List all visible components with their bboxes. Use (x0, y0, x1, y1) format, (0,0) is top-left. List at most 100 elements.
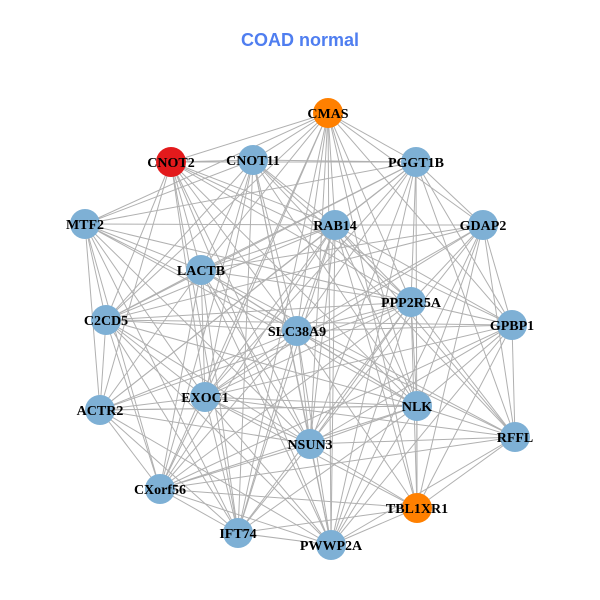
node-TBL1XR1[interactable]: TBL1XR1 (386, 493, 448, 523)
node-PGGT1B[interactable]: PGGT1B (388, 147, 444, 177)
node-circle[interactable] (313, 98, 343, 128)
node-label: LACTB (177, 264, 225, 279)
edge-C2CD5-EXOC1 (105, 319, 206, 398)
node-circle[interactable] (497, 310, 527, 340)
node-RAB14[interactable]: RAB14 (313, 210, 357, 240)
edge-PGGT1B-C2CD5 (105, 161, 417, 321)
node-label: PPP2R5A (381, 296, 442, 311)
edge-RAB14-SLC38A9 (296, 224, 336, 332)
edge-RAB14-IFT74 (237, 224, 336, 534)
node-PWWP2A[interactable]: PWWP2A (300, 530, 363, 560)
node-MTF2[interactable]: MTF2 (66, 209, 104, 239)
edge-CNOT11-NLK (252, 159, 418, 407)
edge-MTF2-C2CD5 (84, 223, 107, 321)
edge-EXOC1-ACTR2 (99, 396, 206, 411)
edge-NLK-NSUN3 (309, 405, 418, 445)
node-NLK[interactable]: NLK (402, 391, 432, 421)
node-C2CD5[interactable]: C2CD5 (84, 305, 128, 335)
edge-GDAP2-PPP2R5A (410, 224, 484, 303)
node-label: SLC38A9 (268, 325, 326, 340)
edge-CNOT2-C2CD5 (105, 161, 172, 321)
node-circle[interactable] (85, 395, 115, 425)
edge-CNOT2-PPP2R5A (170, 161, 412, 303)
node-label: CNOT11 (226, 154, 280, 169)
edge-C2CD5-SLC38A9 (105, 319, 298, 332)
edge-EXOC1-NLK (204, 396, 418, 407)
edge-C2CD5-NLK (105, 319, 418, 407)
edge-CMAS-LACTB (200, 112, 329, 271)
node-GPBP1[interactable]: GPBP1 (490, 310, 534, 340)
node-circle[interactable] (316, 530, 346, 560)
node-circle[interactable] (320, 210, 350, 240)
node-NSUN3[interactable]: NSUN3 (287, 429, 333, 459)
edge-PGGT1B-PPP2R5A (410, 161, 417, 303)
node-circle[interactable] (238, 145, 268, 175)
edge-CMAS-C2CD5 (105, 112, 329, 321)
edge-PGGT1B-NSUN3 (309, 161, 417, 445)
edge-NSUN3-IFT74 (237, 443, 311, 534)
edge-GDAP2-TBL1XR1 (416, 224, 484, 509)
node-EXOC1[interactable]: EXOC1 (181, 382, 229, 412)
edge-NSUN3-TBL1XR1 (309, 443, 418, 509)
node-CXorf56[interactable]: CXorf56 (134, 474, 186, 504)
edge-CMAS-IFT74 (237, 112, 329, 534)
edge-CMAS-PWWP2A (327, 112, 332, 546)
node-GDAP2[interactable]: GDAP2 (460, 210, 507, 240)
edge-MTF2-RAB14 (84, 223, 336, 226)
edge-RAB14-PPP2R5A (334, 224, 412, 303)
node-circle[interactable] (223, 518, 253, 548)
edge-GDAP2-EXOC1 (204, 224, 484, 398)
node-circle[interactable] (396, 287, 426, 317)
edge-GDAP2-NSUN3 (309, 224, 484, 445)
edge-CNOT11-PGGT1B (252, 159, 417, 163)
edge-GPBP1-PWWP2A (330, 324, 513, 546)
node-CMAS[interactable]: CMAS (307, 98, 349, 128)
edge-IFT74-PWWP2A (237, 532, 332, 546)
node-CNOT2[interactable]: CNOT2 (147, 147, 195, 177)
node-circle[interactable] (190, 382, 220, 412)
node-circle[interactable] (401, 147, 431, 177)
node-ACTR2[interactable]: ACTR2 (77, 395, 124, 425)
node-circle[interactable] (186, 255, 216, 285)
edge-LACTB-NSUN3 (200, 269, 311, 445)
edge-SLC38A9-IFT74 (237, 330, 298, 534)
node-SLC38A9[interactable]: SLC38A9 (268, 316, 326, 346)
edge-PPP2R5A-SLC38A9 (296, 301, 412, 332)
edge-CNOT2-PWWP2A (170, 161, 332, 546)
edge-CMAS-MTF2 (84, 112, 329, 225)
node-label: CMAS (307, 107, 348, 122)
node-label: RFFL (497, 431, 534, 446)
edge-RAB14-CXorf56 (159, 224, 336, 490)
node-RFFL[interactable]: RFFL (497, 422, 534, 452)
node-circle[interactable] (70, 209, 100, 239)
node-circle[interactable] (145, 474, 175, 504)
node-circle[interactable] (91, 305, 121, 335)
node-circle[interactable] (282, 316, 312, 346)
edge-GDAP2-LACTB (200, 224, 484, 271)
node-PPP2R5A[interactable]: PPP2R5A (381, 287, 442, 317)
node-label: PGGT1B (388, 156, 444, 171)
edge-EXOC1-PWWP2A (204, 396, 332, 546)
edge-CNOT2-GPBP1 (170, 161, 513, 326)
edge-ACTR2-IFT74 (99, 409, 239, 534)
edge-LACTB-CXorf56 (159, 269, 202, 490)
node-circle[interactable] (468, 210, 498, 240)
edge-PPP2R5A-ACTR2 (99, 301, 412, 411)
edge-CNOT2-EXOC1 (170, 161, 206, 398)
edge-CMAS-TBL1XR1 (327, 112, 418, 509)
edge-CNOT11-IFT74 (237, 159, 254, 534)
edge-GPBP1-RFFL (511, 324, 516, 438)
edge-C2CD5-NSUN3 (105, 319, 311, 445)
node-circle[interactable] (402, 493, 432, 523)
node-circle[interactable] (156, 147, 186, 177)
edge-PGGT1B-EXOC1 (204, 161, 417, 398)
node-label: EXOC1 (181, 391, 228, 406)
node-LACTB[interactable]: LACTB (177, 255, 225, 285)
node-IFT74[interactable]: IFT74 (219, 518, 257, 548)
node-circle[interactable] (500, 422, 530, 452)
node-CNOT11[interactable]: CNOT11 (226, 145, 280, 175)
edge-RAB14-LACTB (200, 224, 336, 271)
edge-NLK-IFT74 (237, 405, 418, 534)
node-circle[interactable] (295, 429, 325, 459)
node-circle[interactable] (402, 391, 432, 421)
